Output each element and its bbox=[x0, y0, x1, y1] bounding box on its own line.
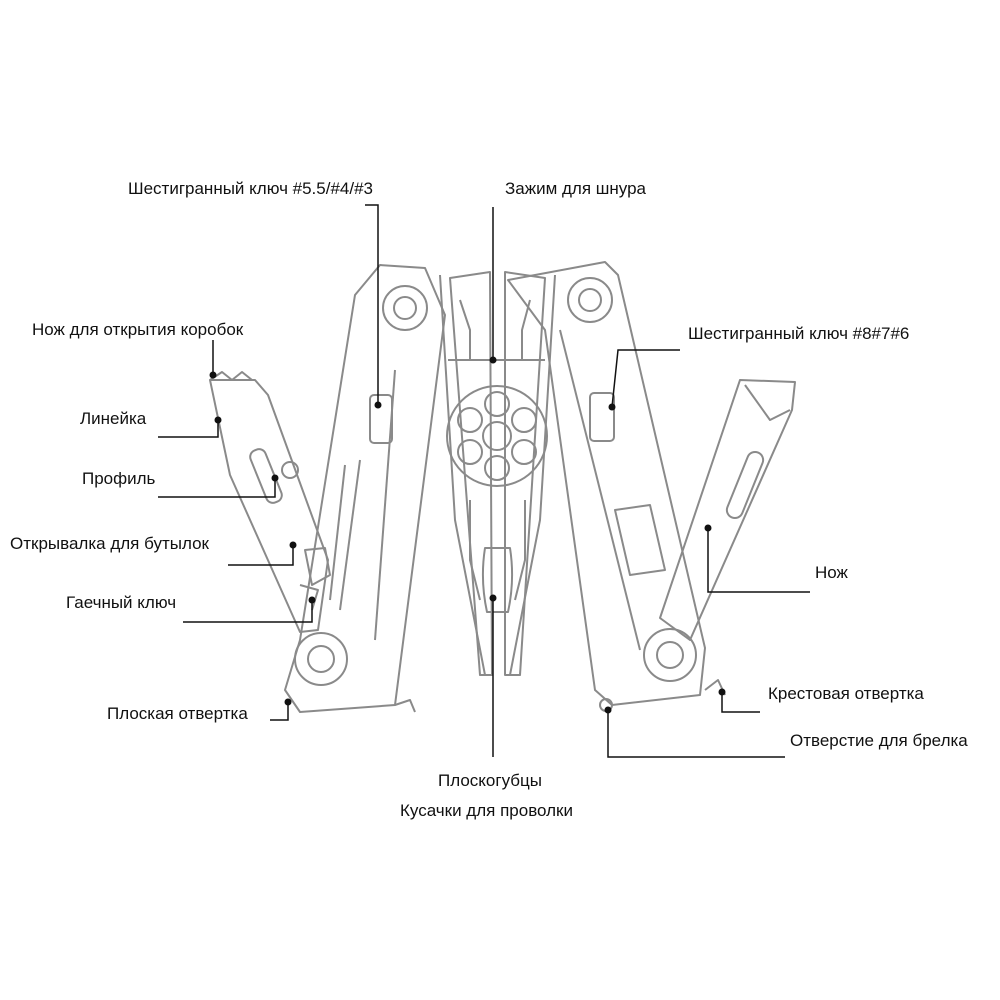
leader-ruler bbox=[158, 420, 219, 438]
leader-bottle-opener bbox=[228, 545, 294, 566]
left-handle bbox=[284, 264, 446, 713]
leader-lines bbox=[158, 204, 810, 758]
leader-profile bbox=[158, 478, 276, 498]
label-flat-screwdriver: Плоская отвертка bbox=[107, 704, 248, 723]
label-ruler: Линейка bbox=[80, 409, 147, 428]
label-pliers: Плоскогубцы bbox=[438, 771, 542, 790]
leader-phillips bbox=[721, 692, 760, 713]
label-bottle-opener: Открывалка для бутылок bbox=[10, 534, 209, 553]
label-wire-cutters: Кусачки для проволки bbox=[400, 801, 573, 820]
leader-hex-key-small bbox=[365, 204, 379, 405]
label-knife: Нож bbox=[815, 563, 848, 582]
leader-keyring-hole bbox=[607, 710, 785, 758]
label-phillips: Крестовая отвертка bbox=[768, 684, 924, 703]
label-profile: Профиль bbox=[82, 469, 156, 488]
label-wrench: Гаечный ключ bbox=[66, 593, 177, 612]
leader-knife bbox=[707, 528, 810, 593]
leader-dots bbox=[209, 356, 726, 714]
label-hex-key-large: Шестигранный ключ #8#7#6 bbox=[688, 324, 910, 343]
leader-flat-screwdriver bbox=[270, 702, 289, 721]
pliers-body bbox=[439, 271, 556, 676]
label-hex-key-small: Шестигранный ключ #5.5/#4/#3 bbox=[128, 179, 373, 198]
leader-hex-key-large bbox=[611, 349, 680, 408]
ruler-tool bbox=[209, 371, 331, 633]
right-handle bbox=[507, 261, 726, 712]
label-cord-clamp: Зажим для шнура bbox=[505, 179, 647, 198]
leader-wrench bbox=[183, 600, 313, 623]
label-keyring-hole: Отверстие для брелка bbox=[790, 731, 968, 750]
label-box-knife: Нож для открытия коробок bbox=[32, 320, 244, 339]
knife-blade bbox=[659, 379, 796, 641]
